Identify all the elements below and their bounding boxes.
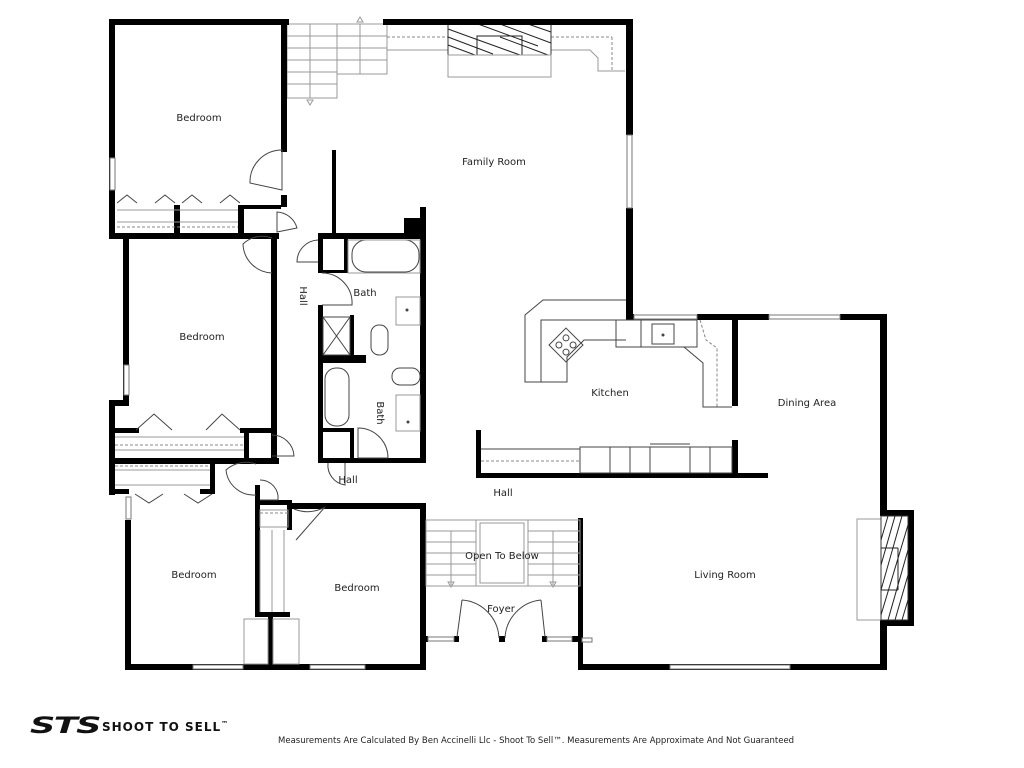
closets [115, 194, 300, 665]
room-label-foyer: Foyer [487, 604, 516, 615]
brand-name-text: SHOOT TO SELL [102, 719, 222, 734]
room-label-bath-upper: Bath [353, 288, 376, 299]
room-label-kitchen: Kitchen [591, 388, 629, 399]
room-label-bedroom-sw: Bedroom [171, 570, 216, 581]
room-label-hall-center: Hall [493, 488, 512, 499]
room-label-hall-vertical: Hall [297, 286, 308, 305]
room-label-hall-lower: Hall [338, 475, 357, 486]
measurement-disclaimer: Measurements Are Calculated By Ben Accin… [278, 736, 795, 746]
room-label-family-room: Family Room [462, 157, 526, 168]
room-label-bedroom-nw: Bedroom [176, 113, 221, 124]
trademark-symbol: ™ [221, 719, 230, 728]
room-label-dining-area: Dining Area [778, 398, 836, 409]
room-label-open-to-below: Open To Below [465, 551, 539, 562]
room-label-bedroom-w: Bedroom [179, 332, 224, 343]
walls [109, 19, 914, 670]
stairs-top [286, 16, 388, 106]
sts-logo-mark: STS [30, 714, 102, 739]
foyer-stairs [425, 519, 581, 588]
brand-logo: STS SHOOT TO SELL™ [30, 714, 229, 739]
doors [225, 149, 546, 639]
room-label-bath-lower: Bath [374, 401, 385, 424]
kitchen-fixtures [481, 299, 733, 474]
room-label-living-room: Living Room [694, 570, 755, 581]
fireplace-living [856, 515, 909, 621]
brand-name: SHOOT TO SELL™ [102, 720, 229, 734]
room-label-bedroom-s: Bedroom [334, 583, 379, 594]
bath-fixtures [322, 239, 421, 432]
family-room-fixtures [387, 23, 625, 78]
room-labels: Bedroom Family Room Bedroom Hall Bath Ba… [171, 113, 836, 615]
windows [109, 134, 841, 670]
